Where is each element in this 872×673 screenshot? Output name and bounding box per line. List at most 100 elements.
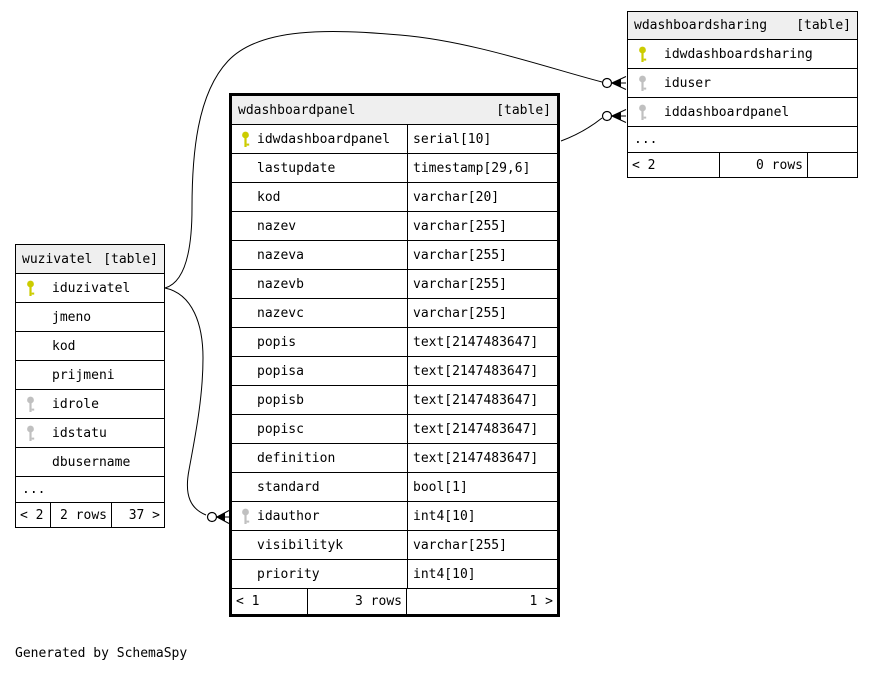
column-row: prijmeni (16, 361, 164, 390)
column-name: kod (52, 338, 76, 354)
table-name[interactable]: wuzivatel (22, 251, 93, 267)
column-row: standard bool[1] (232, 473, 557, 502)
column-type: text[2147483647] (407, 444, 557, 472)
column-row: priority int4[10] (232, 560, 557, 589)
table-node-wuzivatel[interactable]: wuzivatel [table] iduzivatel jmeno kod prij… (15, 244, 165, 528)
column-row: idstatu (16, 419, 164, 448)
column-type: text[2147483647] (407, 328, 557, 356)
footer-next-pager[interactable]: 37 > (128, 507, 160, 523)
column-name: nazevb (257, 276, 304, 292)
crow-foot-arrow (611, 111, 621, 121)
column-type: text[2147483647] (407, 386, 557, 414)
crow-foot-prongs (611, 109, 627, 123)
column-type: text[2147483647] (407, 357, 557, 385)
column-row: iddashboardpanel (628, 98, 857, 127)
column-name: prijmeni (52, 367, 115, 383)
column-name: iduzivatel (52, 280, 131, 296)
column-row: definition text[2147483647] (232, 444, 557, 473)
column-name: lastupdate (257, 160, 336, 176)
column-row: idauthor int4[10] (232, 502, 557, 531)
column-name: standard (257, 479, 320, 495)
column-name: kod (257, 189, 281, 205)
column-name: nazeva (257, 247, 304, 263)
footer-next-pager[interactable]: 1 > (529, 594, 553, 609)
relationship-endpoint-circle (601, 110, 613, 122)
column-name: visibilityk (257, 537, 344, 553)
column-row: jmeno (16, 303, 164, 332)
column-name: popis (257, 334, 297, 350)
column-type: text[2147483647] (407, 415, 557, 443)
column-name: idrole (52, 396, 99, 412)
column-name: popisa (257, 363, 304, 379)
table-header[interactable]: wuzivatel [table] (16, 245, 164, 274)
crow-foot-arrow (611, 78, 621, 88)
table-name[interactable]: wdashboardpanel (238, 102, 356, 118)
table-footer: < 2 0 rows (628, 153, 857, 177)
column-type: bool[1] (407, 473, 557, 501)
table-type-badge: [table] (103, 251, 158, 267)
column-name: definition (257, 450, 336, 466)
foreign-key-icon (16, 396, 52, 413)
crow-foot-prongs (216, 510, 230, 524)
column-row: nazevc varchar[255] (232, 299, 557, 328)
column-type: serial[10] (407, 125, 557, 153)
column-type: int4[10] (407, 502, 557, 530)
generator-watermark: Generated by SchemaSpy (15, 646, 188, 661)
footer-row-count: 3 rows (308, 589, 407, 614)
table-name[interactable]: wdashboardsharing (634, 18, 768, 33)
column-type: varchar[20] (407, 183, 557, 211)
table-node-wdashboardpanel[interactable]: wdashboardpanel [table] idwdashboardpane… (229, 93, 560, 617)
footer-prev-pager[interactable]: < 2 (16, 503, 51, 527)
table-type-badge: [table] (796, 18, 851, 33)
column-row: popis text[2147483647] (232, 328, 557, 357)
foreign-key-icon (628, 104, 664, 121)
table-node-wdashboardsharing[interactable]: wdashboardsharing [table] idwdashboardsh… (627, 11, 858, 178)
footer-next-pager[interactable] (808, 153, 857, 177)
column-type: varchar[255] (407, 531, 557, 559)
column-name: idstatu (52, 425, 107, 441)
primary-key-icon (232, 131, 257, 148)
footer-row-count: 0 rows (720, 153, 808, 177)
column-name: popisb (257, 392, 304, 408)
footer-prev-pager[interactable]: < 1 (232, 589, 308, 614)
table-header[interactable]: wdashboardsharing [table] (628, 12, 857, 40)
footer-prev-pager[interactable]: < 2 (628, 153, 720, 177)
column-type: varchar[255] (407, 212, 557, 240)
relationship-wdashboardpanel-to-wdashboardsharing-iddashboardpanel (560, 109, 627, 142)
column-type: varchar[255] (407, 241, 557, 269)
column-row: kod varchar[20] (232, 183, 557, 212)
more-columns-ellipsis: ... (16, 477, 164, 503)
table-type-badge: [table] (496, 102, 551, 118)
column-type: timestamp[29,6] (407, 154, 557, 182)
column-row: visibilityk varchar[255] (232, 531, 557, 560)
column-row: iduzivatel (16, 274, 164, 303)
relationship-line (164, 287, 207, 516)
column-name: idauthor (257, 508, 320, 524)
table-header[interactable]: wdashboardpanel [table] (232, 96, 557, 125)
foreign-key-icon (628, 75, 664, 92)
table-footer: < 2 2 rows 37 > (16, 503, 164, 527)
column-type: int4[10] (407, 560, 557, 588)
crow-foot-prongs (611, 76, 627, 90)
column-row: nazev varchar[255] (232, 212, 557, 241)
column-row: lastupdate timestamp[29,6] (232, 154, 557, 183)
foreign-key-icon (16, 425, 52, 442)
column-name: nazevc (257, 305, 304, 321)
column-type: varchar[255] (407, 299, 557, 327)
relationship-endpoint-circle (206, 511, 218, 523)
foreign-key-icon (232, 508, 257, 525)
column-name: idwdashboardsharing (664, 46, 813, 62)
column-name: nazev (257, 218, 297, 234)
column-row: kod (16, 332, 164, 361)
column-row: idwdashboardsharing (628, 40, 857, 69)
column-row: iduser (628, 69, 857, 98)
column-row: idrole (16, 390, 164, 419)
column-name: priority (257, 566, 320, 582)
footer-row-count: 2 rows (51, 503, 112, 527)
